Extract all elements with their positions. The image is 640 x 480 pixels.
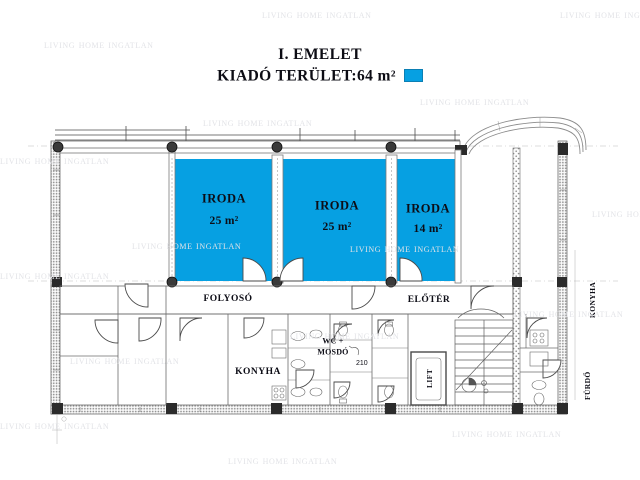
room-label-iroda-3: IRODA (405, 201, 451, 216)
page-title: I. EMELET (278, 46, 362, 63)
room-label-wc-line1: WC + (322, 336, 344, 346)
dimension-note-210: 210 (356, 360, 368, 367)
legend-color-swatch (403, 68, 423, 82)
column (385, 276, 397, 288)
room-label-konyha-right: KONYHA (588, 281, 597, 318)
column (166, 276, 178, 288)
room-label-iroda-2: IRODA (314, 198, 360, 213)
legend: KIADÓ TERÜLET:64 m² (0, 67, 640, 85)
column (271, 141, 283, 153)
room-label-wc-line2: MOSDÓ (317, 347, 349, 357)
room-label-konyha: KONYHA (235, 367, 281, 377)
column (52, 141, 64, 153)
column (385, 141, 397, 153)
room-label-eloter: ELŐTÉR (407, 295, 451, 305)
room-area-iroda-2: 25 m² (322, 221, 352, 233)
room-label-iroda-1: IRODA (201, 191, 247, 206)
column (271, 276, 283, 288)
room-label-furdo-right: FÜRDŐ (583, 371, 592, 400)
room-fill-iroda-1 (174, 159, 272, 281)
room-area-iroda-1: 25 m² (209, 215, 239, 227)
room-label-folyoso: FOLYOSÓ (203, 294, 253, 304)
column (166, 141, 178, 153)
room-area-iroda-3: 14 m² (413, 223, 443, 235)
legend-value: 64 m² (356, 67, 396, 85)
legend-label: KIADÓ TERÜLET: (217, 67, 357, 85)
room-label-lift: LIFT (425, 368, 434, 388)
